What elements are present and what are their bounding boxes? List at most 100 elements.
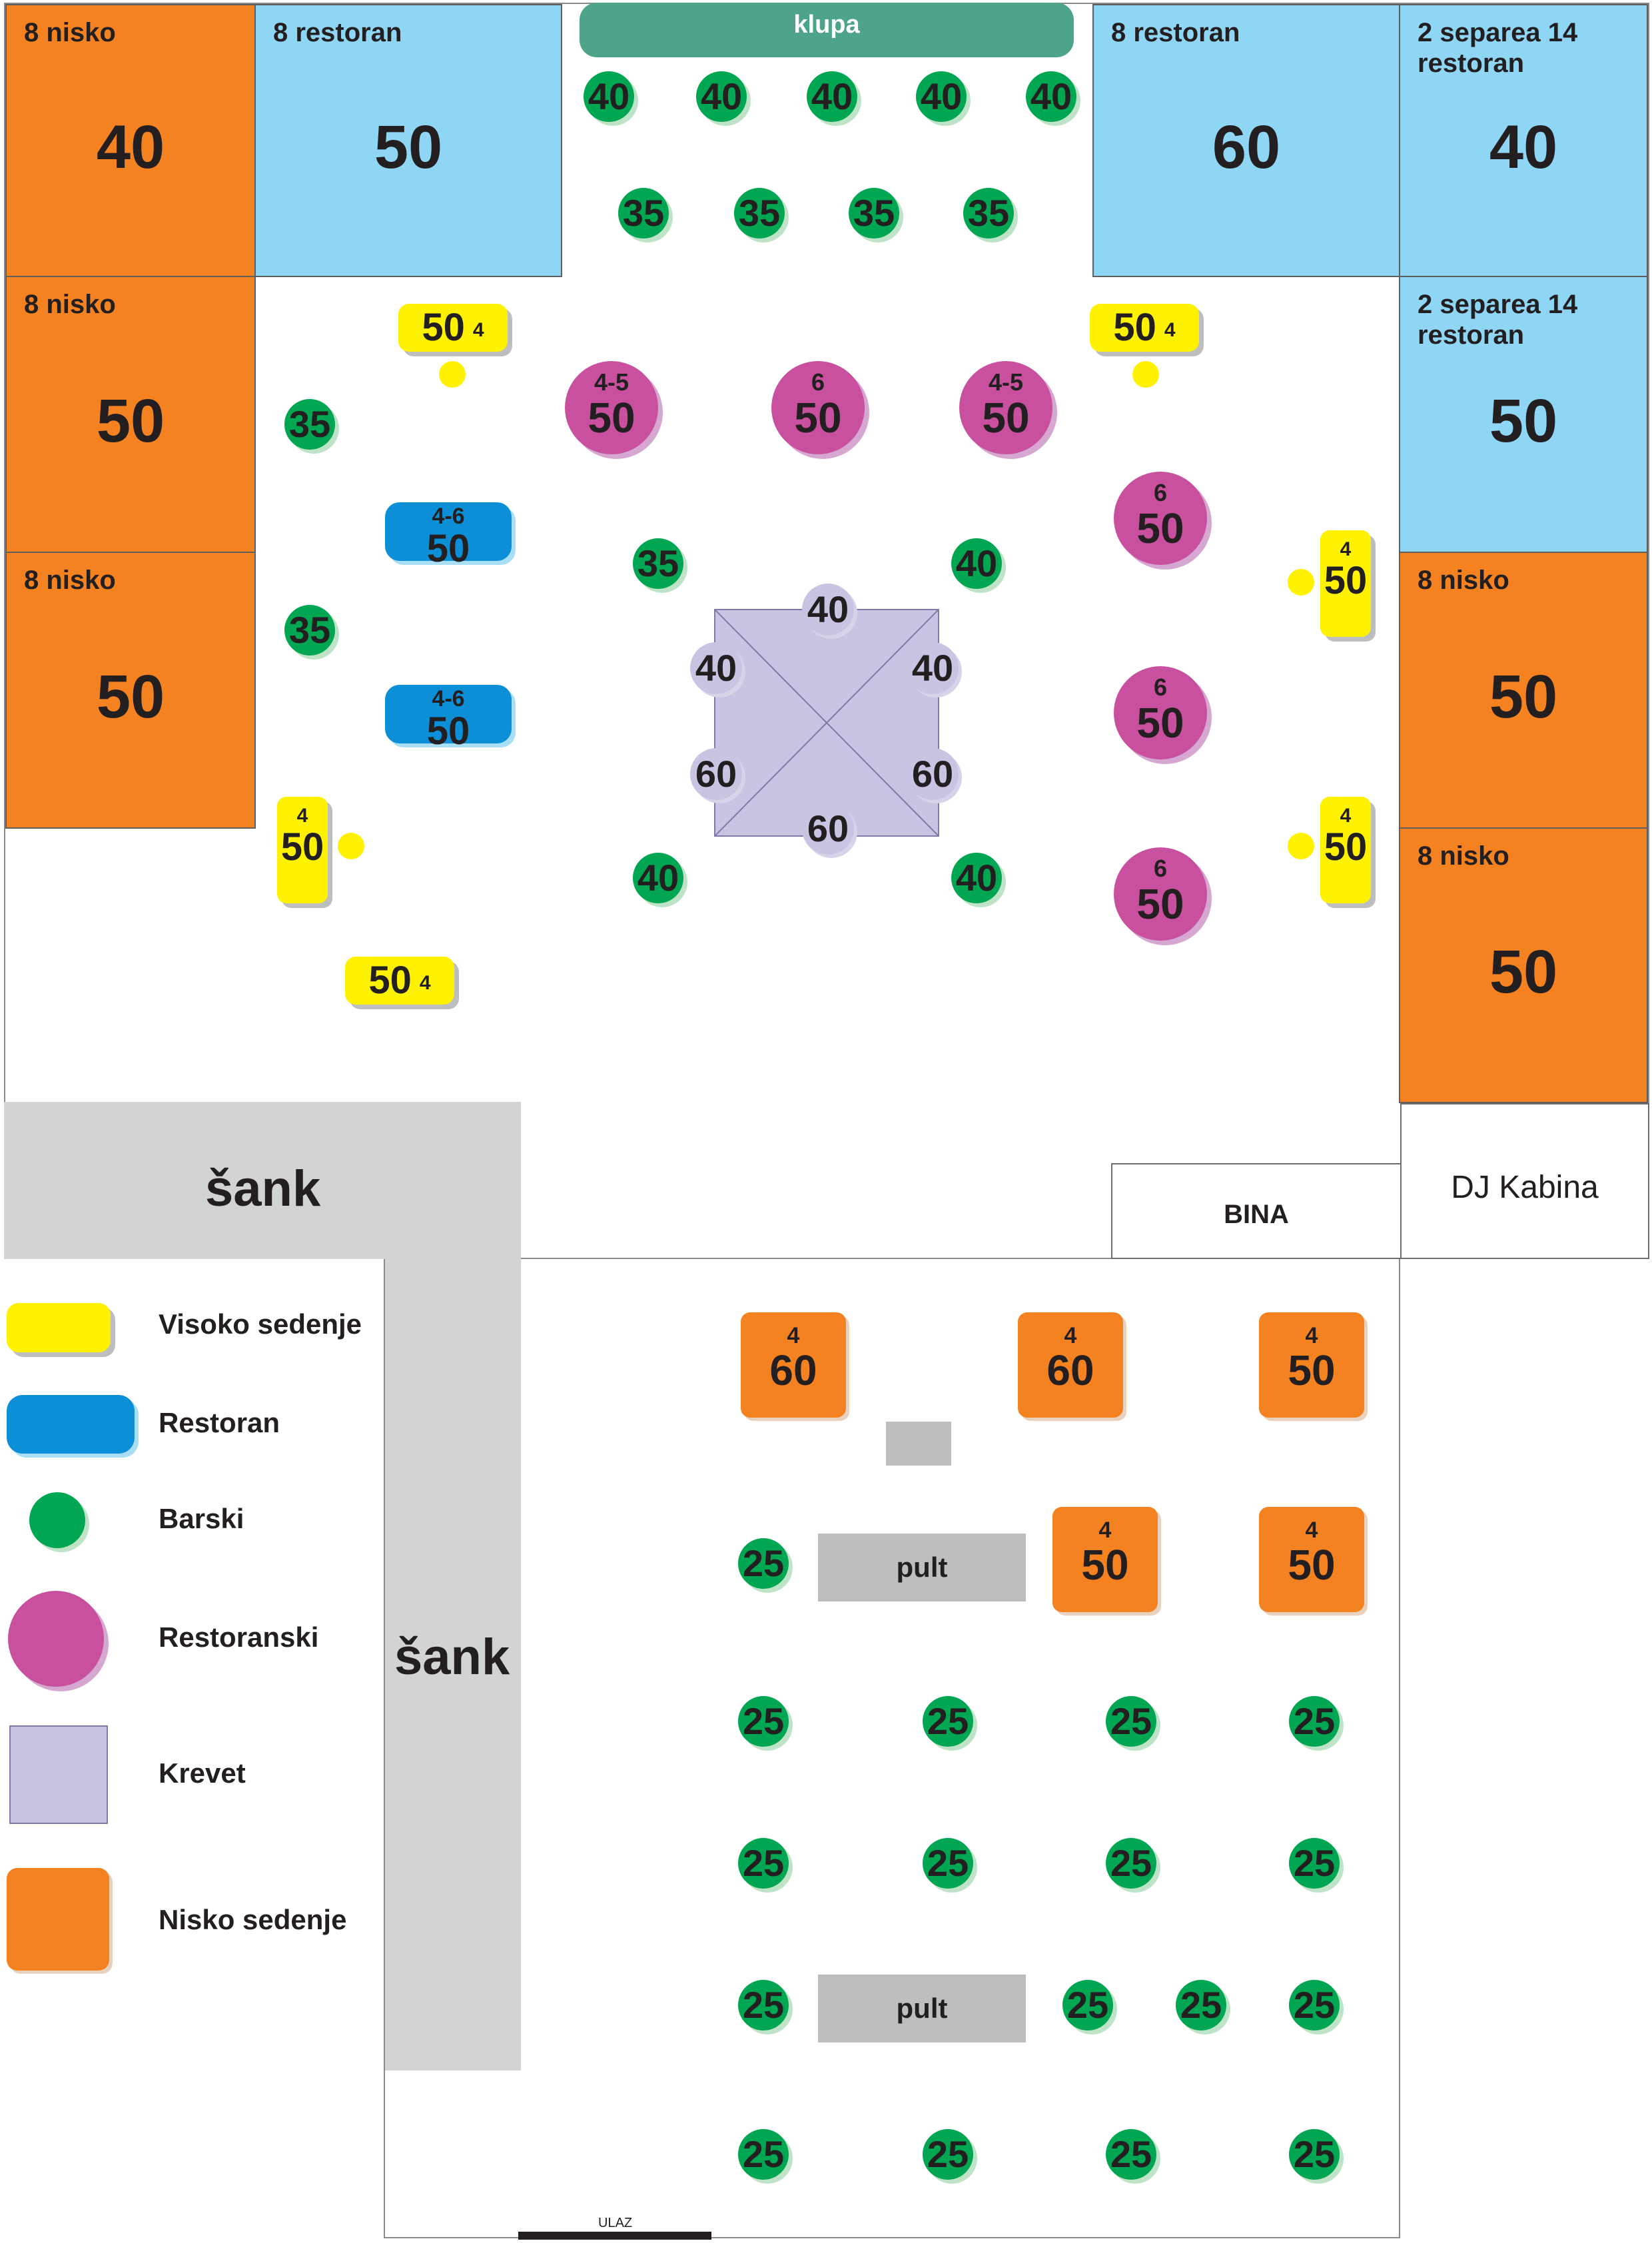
sank-label-top: šank [205, 1160, 321, 1217]
bina-stage: BINA [1111, 1163, 1402, 1259]
barski-seat: 35 [284, 605, 335, 656]
seat-capacity: 4 [1340, 805, 1352, 827]
entrance-label: ULAZ [598, 2216, 633, 2230]
barski-seat: 35 [849, 188, 899, 238]
barski-seat: 25 [1289, 1980, 1340, 2030]
krevet-seat: 60 [802, 803, 854, 855]
seat-capacity: 4 [1098, 1518, 1112, 1543]
seat-capacity: 4 [1164, 318, 1176, 341]
zone-caption: 8 nisko [1418, 566, 1509, 595]
barski-seat: 40 [951, 853, 1002, 903]
visoko-seat: 50 4 [1090, 304, 1199, 352]
barski-seat: 25 [1289, 1838, 1340, 1889]
stool-dot [1132, 361, 1159, 388]
barski-seat: 40 [633, 853, 683, 903]
zone-caption: 8 nisko [24, 18, 116, 47]
seat-price: 50 [1136, 880, 1184, 928]
seat-capacity: 4-5 [988, 368, 1024, 396]
zone-caption: 8 nisko [24, 566, 116, 595]
seat-capacity: 4 [1305, 1323, 1318, 1348]
seat-capacity: 6 [811, 368, 825, 396]
seat-capacity: 4 [419, 971, 431, 994]
legend-swatch-visoko [7, 1303, 111, 1352]
legend-label-krevet: Krevet [159, 1757, 246, 1789]
zone-restoran-top-right: 8 restoran 60 [1092, 4, 1400, 277]
seat-capacity: 6 [1153, 673, 1168, 701]
stool-dot [439, 361, 466, 388]
seat-capacity: 4-5 [594, 368, 629, 396]
barski-seat: 40 [807, 71, 857, 122]
seat-price: 50 [426, 709, 470, 753]
seat-capacity: 4-6 [432, 504, 465, 529]
seat-price: 60 [769, 1346, 817, 1394]
seat-price: 50 [422, 306, 465, 349]
seat-price: 50 [1288, 1346, 1336, 1394]
bed-cross-icon [714, 609, 939, 837]
seat-capacity: 4-6 [432, 686, 465, 711]
barski-seat: 25 [738, 1696, 789, 1747]
seat-price: 50 [1081, 1541, 1129, 1589]
legend-swatch-restoran [7, 1395, 135, 1454]
seat-capacity: 6 [1153, 479, 1168, 506]
barski-seat: 35 [734, 188, 785, 238]
seat-capacity: 4 [1064, 1323, 1077, 1348]
seat-price: 60 [1046, 1346, 1094, 1394]
zone-price: 50 [1489, 663, 1558, 731]
barski-seat: 25 [1289, 2129, 1340, 2180]
barski-seat: 40 [1026, 71, 1076, 122]
barski-seat: 35 [963, 188, 1014, 238]
barski-seat: 25 [923, 2129, 973, 2180]
zone-caption: 8 restoran [1111, 18, 1240, 47]
seat-price: 50 [588, 394, 635, 442]
stool-dot [1288, 569, 1314, 596]
zone-caption: 2 separea 14 restoran [1418, 290, 1578, 350]
zone-nisko-right-2: 8 nisko 50 [1399, 827, 1648, 1103]
stool-dot [338, 833, 364, 859]
seat-price: 50 [1113, 306, 1156, 349]
zone-restoran-top: 8 restoran 50 [254, 4, 562, 277]
krevet-seat: 40 [907, 642, 959, 694]
zone-nisko-right-1: 8 nisko 50 [1399, 552, 1648, 829]
legend-label-restoran: Restoran [159, 1407, 280, 1438]
barski-seat: 35 [618, 188, 669, 238]
room-outline-lower [384, 1258, 1400, 2238]
zone-price: 50 [96, 387, 165, 455]
barski-seat: 25 [738, 1838, 789, 1889]
zone-price: 50 [1489, 387, 1558, 455]
bina-label: BINA [1224, 1200, 1289, 1229]
zone-price: 40 [96, 113, 165, 181]
dj-kabina-label: DJ Kabina [1451, 1170, 1599, 1205]
seat-price: 50 [1324, 825, 1368, 869]
zone-separea-right: 2 separea 14 restoran 50 [1399, 276, 1648, 553]
stool-dot [1288, 833, 1314, 859]
zone-caption: 8 restoran [273, 18, 402, 47]
barski-seat: 25 [738, 2129, 789, 2180]
seat-price: 50 [1288, 1541, 1336, 1589]
legend-label-visoko: Visoko sedenje [159, 1308, 362, 1340]
seat-capacity: 6 [1153, 855, 1168, 882]
klupa-bench: klupa [580, 3, 1074, 57]
legend-swatch-krevet [9, 1725, 108, 1824]
grey-block [886, 1422, 951, 1466]
barski-seat: 25 [1176, 1980, 1226, 2030]
zone-caption: 8 nisko [24, 290, 116, 319]
barski-seat: 25 [738, 1538, 789, 1589]
seat-capacity: 4 [472, 318, 484, 341]
barski-seat: 40 [916, 71, 967, 122]
pult-lower: pult [818, 1975, 1026, 2042]
krevet-seat: 40 [802, 584, 854, 636]
zone-separea-top: 2 separea 14 restoran 40 [1399, 4, 1648, 277]
barski-seat: 40 [696, 71, 747, 122]
legend-swatch-restoranski [8, 1591, 104, 1687]
visoko-seat: 50 4 [398, 304, 508, 352]
